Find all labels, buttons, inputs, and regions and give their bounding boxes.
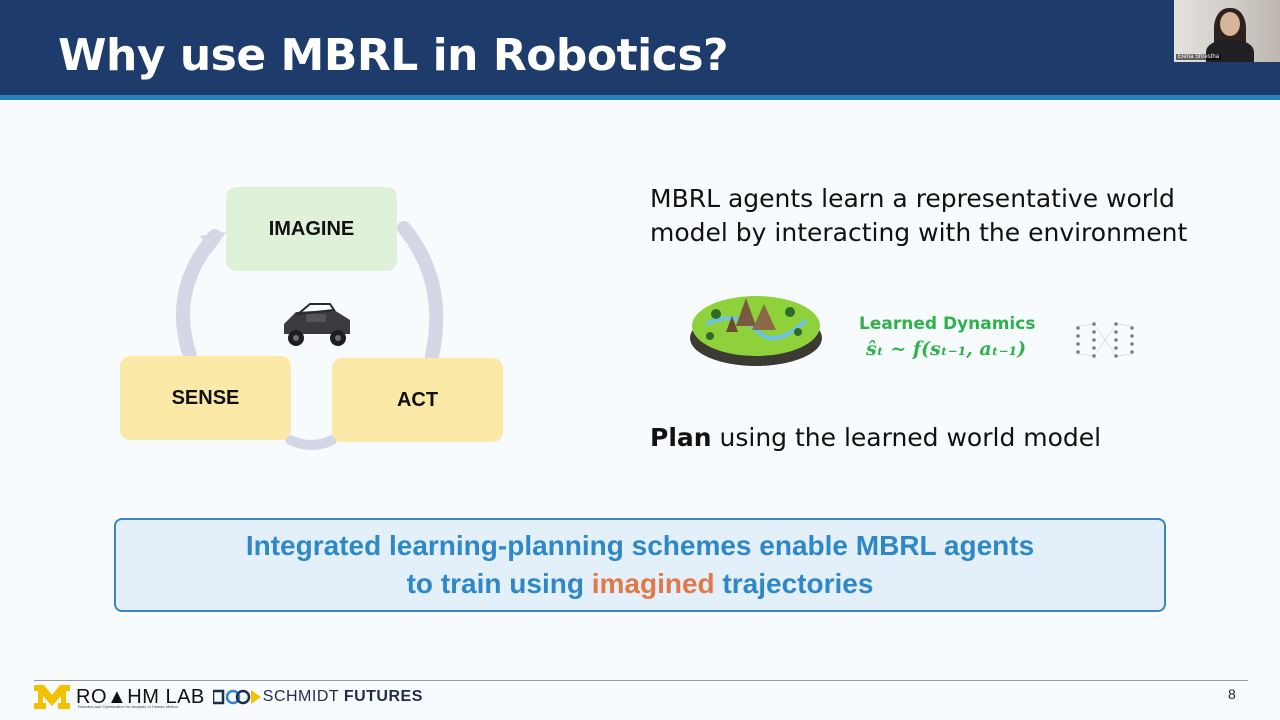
presenter-face <box>1220 12 1240 36</box>
key-takeaway-banner: Integrated learning-planning schemes ena… <box>114 518 1166 612</box>
schmidt-futures-logo-icon <box>212 689 261 705</box>
world-model-island-icon <box>690 296 822 366</box>
presenter-name-label: Elena Shrestha <box>1176 54 1222 60</box>
arrowhead-left-icon <box>200 232 226 252</box>
banner-line-2-post: trajectories <box>714 568 874 599</box>
presenter-webcam: Elena Shrestha <box>1174 0 1280 62</box>
act-box: ACT <box>332 358 503 442</box>
footer-divider <box>34 680 1248 681</box>
sponsor-name-light: SCHMIDT <box>262 688 344 705</box>
dynamics-equation: ŝₜ ~ f(sₜ₋₁, aₜ₋₁) <box>866 338 1027 360</box>
footer-logos: RO▲HM LAB SCHMIDT FUTURES <box>34 684 423 710</box>
imagine-box: IMAGINE <box>226 187 397 271</box>
slide-header: Why use MBRL in Robotics? <box>0 0 1280 100</box>
plan-statement: Plan using the learned world model <box>650 423 1101 452</box>
banner-line-1: Integrated learning-planning schemes ena… <box>245 530 1035 561</box>
offroad-vehicle-icon <box>284 303 350 346</box>
banner-line-2-pre: to train using <box>406 568 592 599</box>
roahm-lab-name: RO▲HM LAB <box>76 685 205 708</box>
roahm-lab-subtitle: Robotics and Optimization for Analysis o… <box>78 704 178 709</box>
schmidt-futures-name: SCHMIDT FUTURES <box>263 688 423 706</box>
cycle-arc-right <box>397 221 444 363</box>
slide-title: Why use MBRL in Robotics? <box>58 30 729 81</box>
banner-line-2: to train using imagined trajectories <box>407 565 874 603</box>
banner-highlight-word: imagined <box>591 568 715 599</box>
sponsor-name-bold: FUTURES <box>343 688 423 705</box>
sense-box: SENSE <box>120 356 291 440</box>
cycle-arc-left <box>176 229 222 363</box>
michigan-m-logo-icon <box>34 685 70 709</box>
mbrl-description: MBRL agents learn a representative world… <box>650 184 1188 247</box>
plan-rest-text: using the learned world model <box>711 423 1102 452</box>
cycle-arc-bottom <box>285 435 337 450</box>
page-number: 8 <box>1228 686 1236 702</box>
plan-keyword: Plan <box>650 423 712 452</box>
neural-network-icon <box>1076 322 1134 358</box>
learned-dynamics-title: Learned Dynamics <box>859 314 1036 334</box>
